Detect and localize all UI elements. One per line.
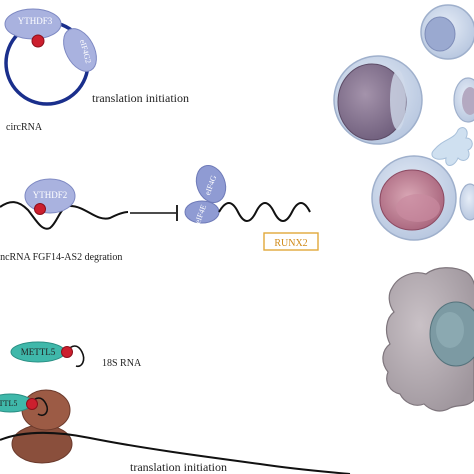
cell-with-inclusion [371, 155, 457, 241]
macrophage-cell [382, 267, 474, 412]
cell-right-edge-lower [459, 183, 474, 221]
lncrna-degradation-label: LncRNA FGF14-AS2 degration [0, 252, 122, 263]
cells-illustration [333, 4, 474, 412]
runx2-label: RUNX2 [274, 238, 307, 249]
platelet-fragment [431, 127, 473, 166]
mettl5-partial-label: TTL5 [0, 399, 17, 408]
mettl5-label: METTL5 [21, 347, 56, 357]
m6a-site-ribosome [26, 398, 38, 410]
cell-large-upper [333, 55, 423, 145]
eif4g-protein [195, 165, 227, 203]
lncrna-strand [0, 201, 129, 230]
circrna-label: circRNA [6, 122, 43, 133]
mrna-strand-runx2 [218, 202, 311, 222]
mettl5-panel: METTL5 18S RNA TTL5 translation initiati… [0, 341, 351, 474]
ythdf3-label: YTHDF3 [18, 16, 53, 26]
circrna-panel: YTHDF3 eIF4G2 translation initiation cir… [4, 8, 189, 133]
translation-initiation-top-label: translation initiation [92, 91, 189, 105]
m6a-site-lncrna [34, 203, 46, 215]
runx2-box [263, 232, 319, 251]
ythdf2-label: YTHDF2 [33, 190, 68, 200]
rna-18s-strand [65, 345, 85, 368]
rna-18s-label: 18S RNA [102, 358, 142, 369]
m6a-site-circrna [31, 34, 45, 48]
mrna-translation-strand [0, 431, 351, 474]
cell-right-edge [453, 77, 474, 123]
m6a-site-18s [61, 346, 73, 358]
eif4g2-protein [63, 28, 97, 72]
ribosome-small-subunit [21, 389, 71, 431]
translation-initiation-bottom-label: translation initiation [130, 460, 227, 474]
lncrna-panel: YTHDF2 LncRNA FGF14-AS2 degration eIF4G … [0, 165, 319, 263]
ribosome-large-subunit [11, 424, 73, 464]
cell-top-right [420, 4, 474, 60]
